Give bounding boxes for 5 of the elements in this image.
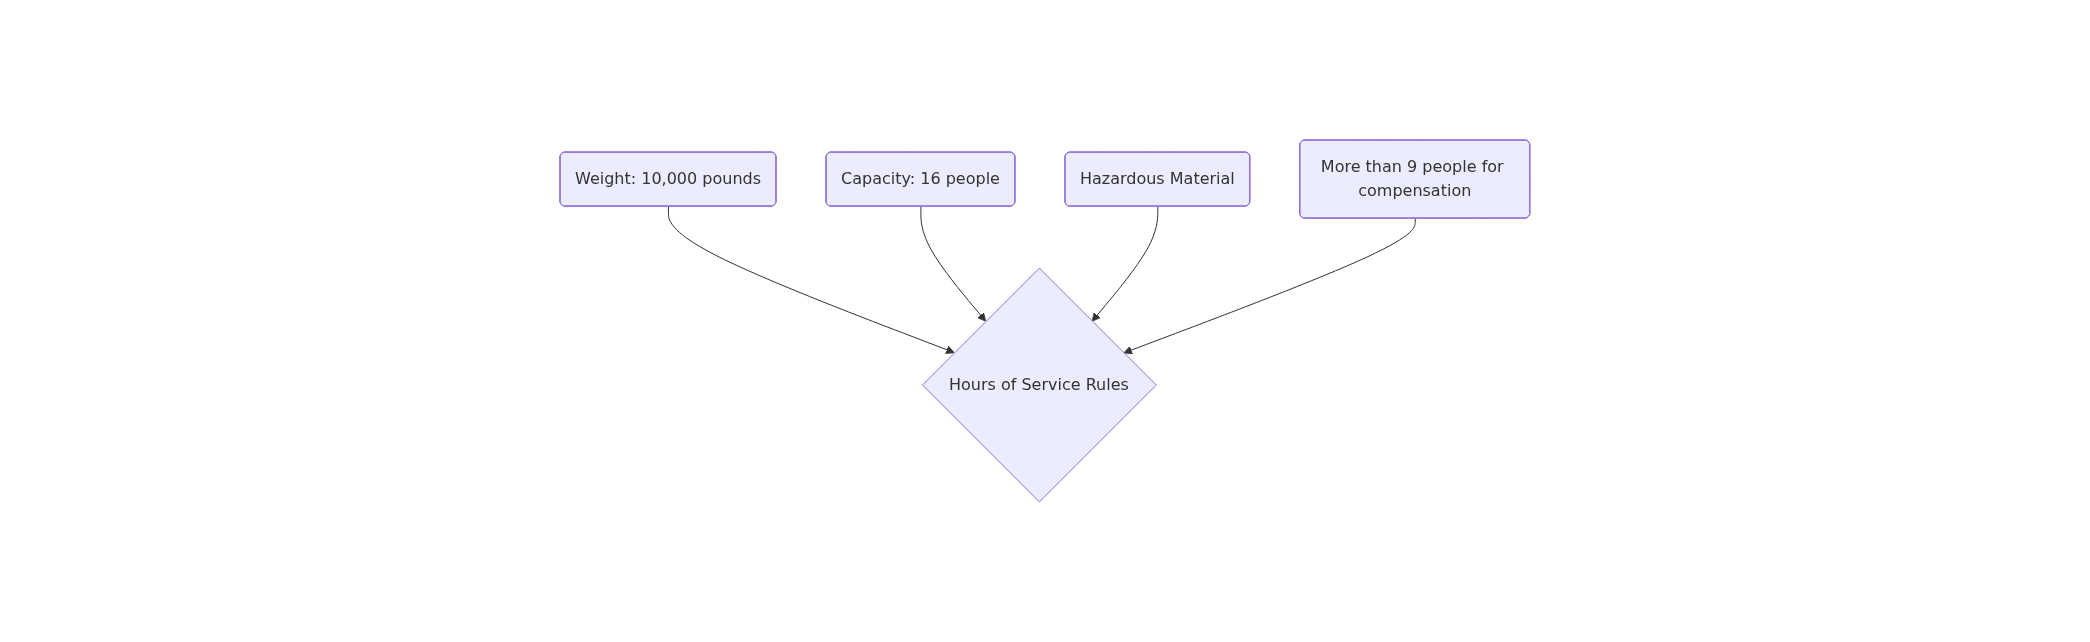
arrow bbox=[668, 206, 955, 354]
arrow bbox=[1091, 206, 1159, 322]
arrow bbox=[920, 206, 987, 322]
arrow bbox=[1123, 218, 1416, 355]
node-diamond: Hours of Service Rules bbox=[922, 267, 1157, 503]
